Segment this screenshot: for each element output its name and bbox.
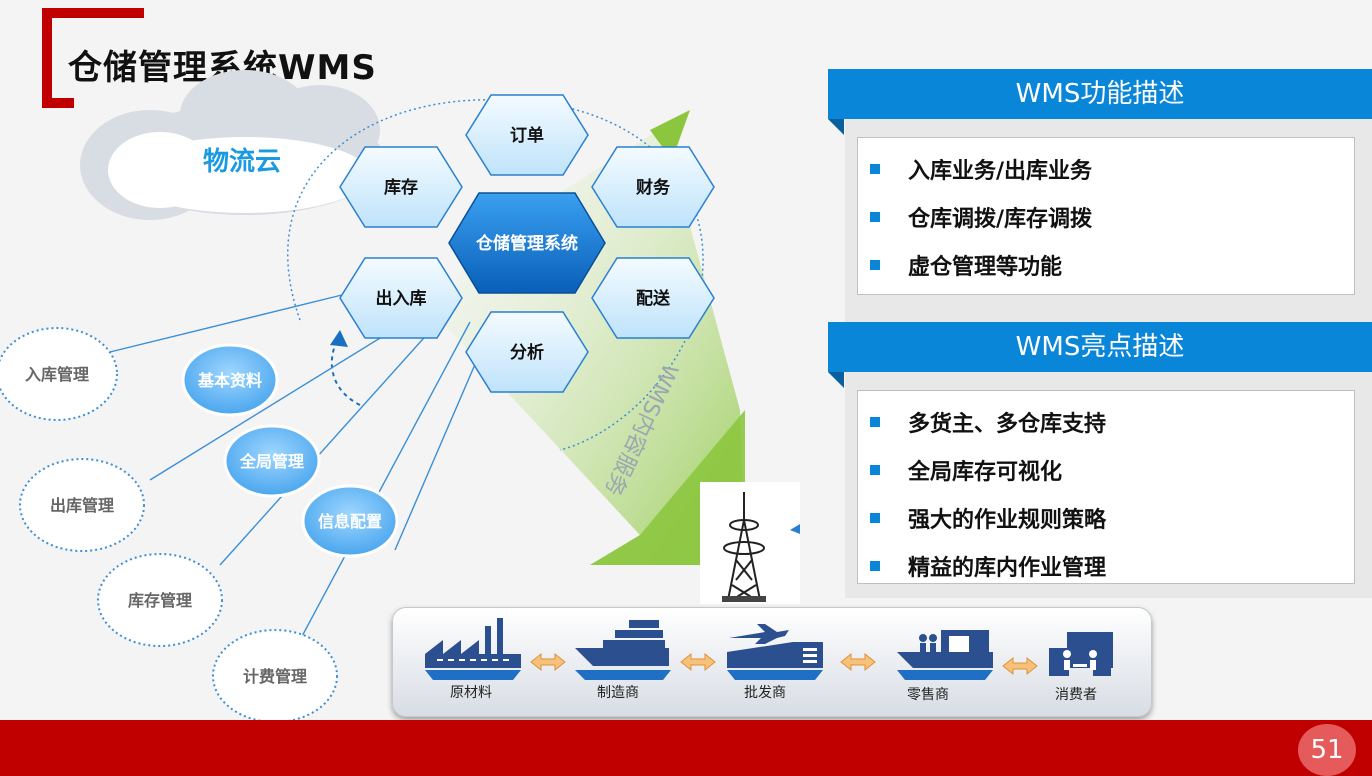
function-item: 入库业务/出库业务	[858, 145, 1354, 193]
highlight-item-label: 强大的作业规则策略	[908, 508, 1107, 533]
function-item: 仓库调拨/库存调拨	[858, 193, 1354, 241]
hex-inventory: 库存	[339, 146, 463, 228]
blue-circle-basic: 基本资料	[181, 343, 279, 417]
highlight-item: 精益的库内作业管理	[858, 542, 1354, 590]
ship-icon	[575, 620, 671, 680]
chain-label: 零售商	[907, 687, 949, 703]
bullet-icon	[870, 465, 880, 475]
function-item-label: 虚仓管理等功能	[908, 255, 1063, 280]
highlight-item: 全局库存可视化	[858, 446, 1354, 494]
hex-delivery-label: 配送	[636, 288, 671, 309]
page-number: 51	[1298, 724, 1356, 776]
hex-order: 订单	[465, 94, 589, 176]
left-circle-label: 库存管理	[128, 591, 192, 610]
highlight-item-label: 精益的库内作业管理	[908, 556, 1107, 581]
function-item-label: 仓库调拨/库存调拨	[908, 207, 1093, 232]
left-circle-inbound: 入库管理	[0, 327, 118, 421]
left-circle-label: 出库管理	[50, 496, 114, 515]
blue-circle-global: 全局管理	[223, 424, 321, 498]
consumer-icon	[1049, 632, 1113, 676]
bullet-icon	[870, 561, 880, 571]
bullet-icon	[870, 260, 880, 270]
hex-inout-label: 出入库	[376, 288, 427, 309]
hex-order-label: 订单	[510, 125, 544, 146]
highlight-item: 多货主、多仓库支持	[858, 398, 1354, 446]
hex-finance-label: 财务	[635, 177, 671, 198]
band-fold	[828, 119, 844, 135]
title-bracket-bottom	[42, 98, 74, 108]
left-circle-stock: 库存管理	[97, 553, 223, 647]
hex-inout: 出入库	[339, 257, 463, 339]
left-circle-label: 计费管理	[243, 667, 307, 686]
function-item-label: 入库业务/出库业务	[908, 159, 1093, 184]
left-circle-label: 入库管理	[25, 365, 89, 384]
function-item: 虚仓管理等功能	[858, 241, 1354, 289]
bullet-icon	[870, 212, 880, 222]
hex-center-label: 仓储管理系统	[475, 233, 578, 254]
blue-circle-config: 信息配置	[301, 484, 399, 558]
chain-label: 消费者	[1055, 687, 1097, 703]
highlight-item: 强大的作业规则策略	[858, 494, 1354, 542]
left-circle-outbound: 出库管理	[19, 458, 145, 552]
supply-chain-bar: 原材料 制造商 批发商 零售商 消费者	[392, 607, 1152, 717]
cloud-label: 物流云	[203, 147, 281, 177]
footer-bar	[0, 720, 1372, 776]
functions-box: 入库业务/出库业务 仓库调拨/库存调拨 虚仓管理等功能	[857, 137, 1355, 295]
chain-label: 制造商	[597, 685, 639, 701]
bullet-icon	[870, 417, 880, 427]
supply-chain-icons	[425, 618, 1113, 680]
bullet-icon	[870, 164, 880, 174]
blue-circle-label: 信息配置	[318, 512, 382, 531]
band-fold	[828, 372, 844, 388]
tower-image	[700, 482, 800, 604]
chain-label: 原材料	[450, 685, 492, 701]
factory-icon	[425, 618, 521, 680]
title-bracket	[42, 8, 52, 108]
highlight-item-label: 全局库存可视化	[908, 460, 1063, 485]
store-icon	[897, 630, 993, 680]
highlights-box: 多货主、多仓库支持 全局库存可视化 强大的作业规则策略 精益的库内作业管理	[857, 390, 1355, 584]
left-circle-billing: 计费管理	[212, 629, 338, 720]
hex-analysis: 分析	[465, 311, 589, 393]
title-bracket-top	[42, 8, 144, 18]
functions-heading: WMS功能描述	[828, 69, 1372, 119]
hex-finance: 财务	[591, 146, 715, 228]
hex-delivery: 配送	[591, 257, 715, 339]
blue-circle-label: 基本资料	[197, 371, 262, 390]
blue-circle-label: 全局管理	[239, 452, 304, 471]
cloud-icon	[80, 70, 385, 220]
highlight-item-label: 多货主、多仓库支持	[908, 412, 1107, 437]
wms-diagram: 订单 库存 财务 仓储管理系统 出入库 配送 分析 物流云 WMS内容服务 入库…	[0, 70, 800, 720]
plane-icon	[727, 624, 823, 680]
hex-inventory-label: 库存	[384, 177, 418, 198]
hex-analysis-label: 分析	[510, 342, 544, 363]
bullet-icon	[870, 513, 880, 523]
chain-label: 批发商	[744, 685, 786, 701]
double-arrow-icon	[530, 652, 1038, 676]
highlights-heading: WMS亮点描述	[828, 322, 1372, 372]
hex-center: 仓储管理系统	[448, 192, 606, 294]
